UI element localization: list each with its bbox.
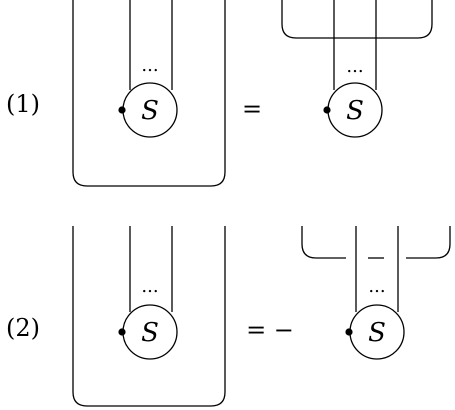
ellipsis: ...: [368, 276, 385, 297]
equation-2-lhs: ... S: [72, 226, 226, 407]
node-marker-dot: [323, 106, 331, 114]
equation-1-relation: =: [242, 95, 262, 123]
node-s-label: S: [346, 96, 364, 126]
node-s-label: S: [368, 318, 386, 348]
equation-2-rhs: ... S: [301, 226, 451, 360]
lhs-outer-loop: [72, 226, 226, 407]
ellipsis: ...: [141, 55, 158, 76]
node-marker-dot: [345, 328, 353, 336]
ellipsis: ...: [346, 56, 363, 77]
equation-2-label: (2): [6, 314, 40, 342]
rhs-top-cap-left: [301, 226, 346, 259]
node-s-label: S: [141, 318, 159, 348]
ellipsis: ...: [141, 276, 158, 297]
node-s-label: S: [141, 96, 159, 126]
equation-1-lhs: ... S: [72, 0, 226, 187]
node-marker-dot: [118, 106, 126, 114]
rhs-top-cap-right: [406, 226, 451, 259]
equation-2: (2) ... S = − ... S: [6, 226, 451, 407]
equation-1-rhs: ... S: [281, 0, 433, 138]
lhs-outer-loop: [72, 0, 226, 187]
node-marker-dot: [118, 328, 126, 336]
equation-1-label: (1): [6, 90, 40, 118]
equation-1: (1) ... S = ... S: [6, 0, 433, 187]
rhs-top-cap: [281, 0, 433, 39]
equation-2-relation: = −: [246, 316, 294, 344]
